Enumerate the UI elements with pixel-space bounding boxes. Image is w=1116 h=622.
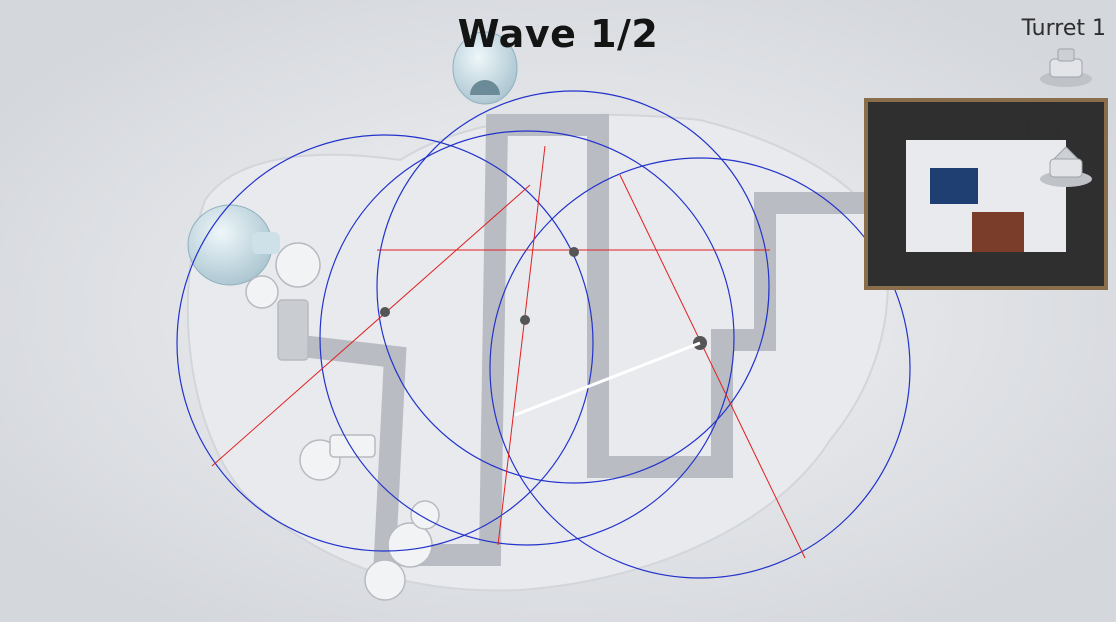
igloo-top [452, 31, 518, 105]
turret-icon [1040, 146, 1092, 187]
range-circle [376, 90, 770, 484]
enemy [520, 315, 530, 325]
turret-1-label: Turret 1 [1021, 16, 1106, 41]
enemy [380, 307, 390, 317]
turret-icon [1040, 48, 1092, 87]
tower-range-circles [176, 90, 911, 579]
range-circle [489, 157, 911, 579]
range-circle [319, 130, 735, 546]
turret-2-label: Turret 2 [1021, 116, 1106, 141]
enemy [569, 247, 579, 257]
wave-counter: Wave 1/2 [457, 12, 659, 56]
range-circle [176, 134, 594, 552]
player-base [864, 98, 1108, 290]
enemy-units [380, 247, 707, 417]
enemy-path [291, 114, 865, 566]
turret-statue [245, 242, 440, 601]
turret-2-button[interactable]: Turret 2 [996, 116, 1106, 189]
turret-1-button[interactable]: Turret 1 [996, 16, 1106, 89]
